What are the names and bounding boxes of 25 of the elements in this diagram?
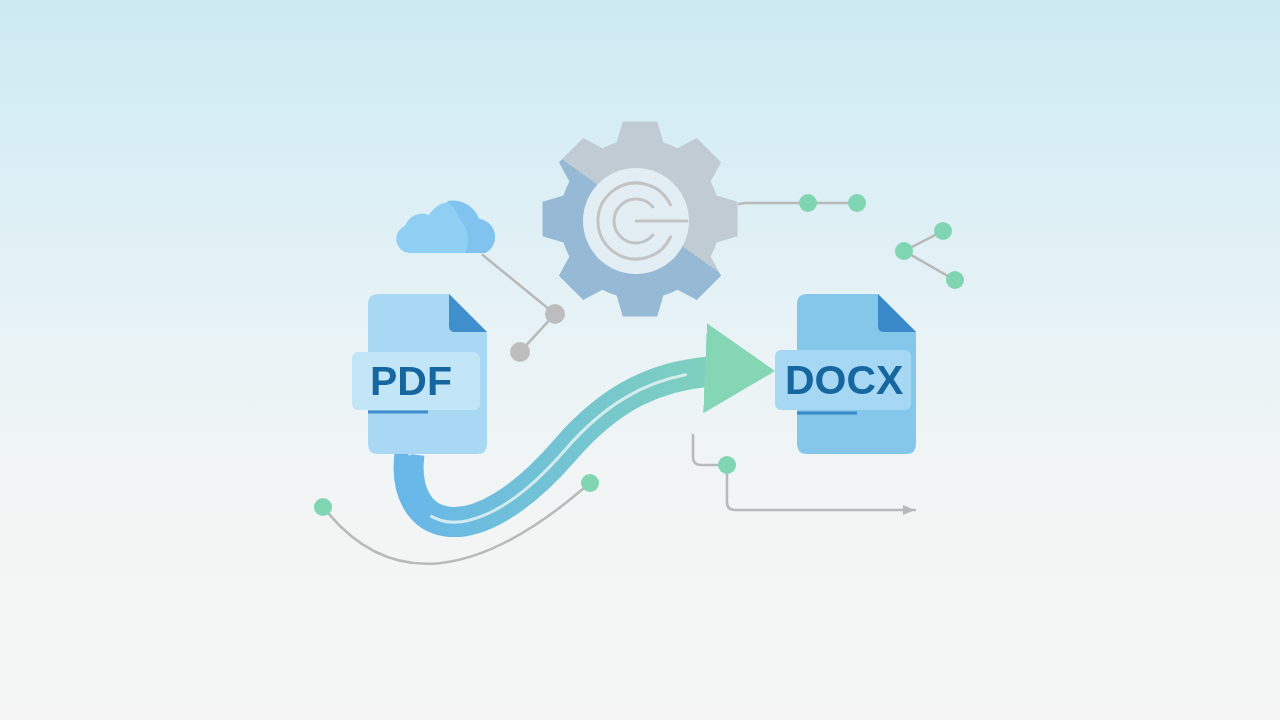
file-type-label: DOCX (775, 350, 911, 410)
connector-line (691, 433, 720, 467)
dot-icon (946, 271, 964, 289)
dot-icon (545, 304, 565, 324)
file-type-label: PDF (352, 352, 480, 410)
dot-icon (718, 456, 736, 474)
connector-line (481, 253, 549, 309)
connector-line (327, 487, 585, 565)
document-file (352, 294, 487, 454)
dot-icon (934, 222, 952, 240)
connector-line (910, 254, 949, 277)
dot-icon (848, 194, 866, 212)
gear-icon (541, 120, 739, 318)
connector-line (737, 201, 801, 206)
arrow (725, 472, 917, 515)
dot-icon (314, 498, 332, 516)
document-file (775, 294, 916, 454)
curved-arrow (393, 323, 776, 537)
dot-icon (510, 342, 530, 362)
dot-icon (895, 242, 913, 260)
connector-line (525, 320, 550, 346)
connector-line (815, 201, 850, 205)
dot-icon (799, 194, 817, 212)
connector-line (910, 233, 937, 249)
dot-icon (581, 474, 599, 492)
